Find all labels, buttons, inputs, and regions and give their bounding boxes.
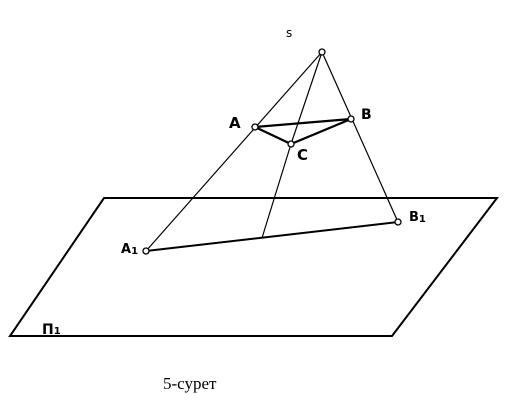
point-a1-marker: [142, 247, 150, 255]
label-a1-letter: A: [121, 242, 131, 257]
figure-caption: 5-сурет: [163, 374, 217, 393]
label-s: s: [286, 26, 292, 40]
point-c-marker: [287, 140, 295, 148]
point-a-marker: [251, 123, 259, 131]
point-b1-marker: [394, 218, 402, 226]
segment-a1-b1: [145, 221, 399, 252]
point-b-marker: [347, 115, 355, 123]
label-plane-subscript: 1: [54, 326, 61, 337]
label-a1-subscript: 1: [131, 246, 138, 257]
ray-c-c1: [261, 143, 292, 239]
ray-s-a1: [145, 51, 323, 252]
label-a: A: [229, 114, 241, 132]
plane-pi1: [8, 197, 500, 337]
label-plane-pi1: П1: [42, 322, 61, 338]
label-c: C: [297, 146, 308, 164]
label-b1-subscript: 1: [419, 214, 426, 225]
label-a1: A1: [121, 242, 138, 257]
label-b1: B1: [409, 210, 426, 225]
ray-s-b1: [321, 51, 399, 223]
label-b: B: [361, 107, 372, 123]
label-plane-letter: П: [42, 322, 54, 338]
triangle-abc: [250, 117, 352, 146]
label-b1-letter: B: [409, 210, 419, 225]
point-s-marker: [318, 48, 326, 56]
ray-s-c: [290, 51, 323, 145]
